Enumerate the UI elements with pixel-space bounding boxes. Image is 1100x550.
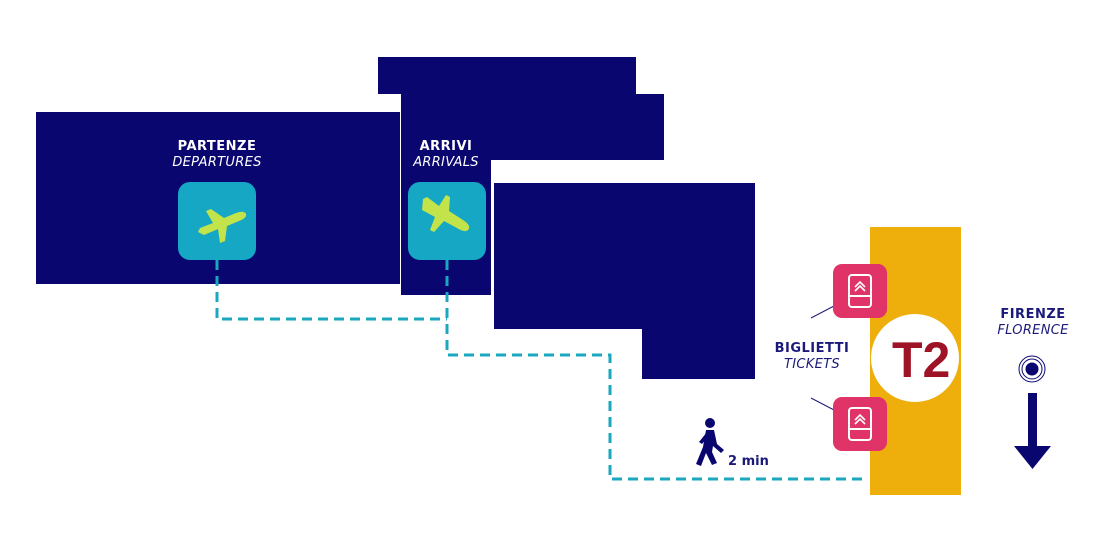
tram-stop-t2: T2 [871,314,959,402]
florence-label-it: FIRENZE [1000,307,1066,322]
building-arrivals-top [378,57,636,94]
plane-takeoff-icon [198,209,247,243]
tickets-label-it: BIGLIETTI [774,341,850,356]
ticket-machine-lower [810,397,887,451]
terminal-buildings [36,57,755,379]
ticket-machine-icon [848,407,872,441]
walking-path [215,260,866,481]
florence-label: FIRENZE FLORENCE [986,307,1080,340]
arrivals-icon-tile [408,182,486,260]
building-annex [494,183,755,379]
tickets-label: BIGLIETTI TICKETS [766,341,858,374]
walk-time-label: 2 min [728,454,769,469]
path-arrivals [445,260,866,481]
departures-icon-tile [178,182,256,260]
pedestrian-icon [696,418,724,466]
departures-label-en: DEPARTURES [172,155,262,171]
arrivals-label-en: ARRIVALS [413,155,479,171]
arrivals-label-it: ARRIVI [419,139,473,154]
arrivals-label: ARRIVI ARRIVALS [400,139,492,172]
ticket-machine-icon [848,274,872,308]
arrow-down-icon [1014,393,1051,469]
tram-stop-letter: T2 [892,332,950,388]
florence-label-en: FLORENCE [997,323,1069,339]
tickets-label-en: TICKETS [784,357,840,373]
ticket-machine-upper [810,264,887,319]
plane-landing-icon [422,195,470,232]
path-departures [215,260,447,321]
departures-label-it: PARTENZE [177,139,257,154]
location-target-icon [1018,355,1046,383]
building-arrivals-upper [401,94,664,160]
departures-label: PARTENZE DEPARTURES [158,139,276,172]
